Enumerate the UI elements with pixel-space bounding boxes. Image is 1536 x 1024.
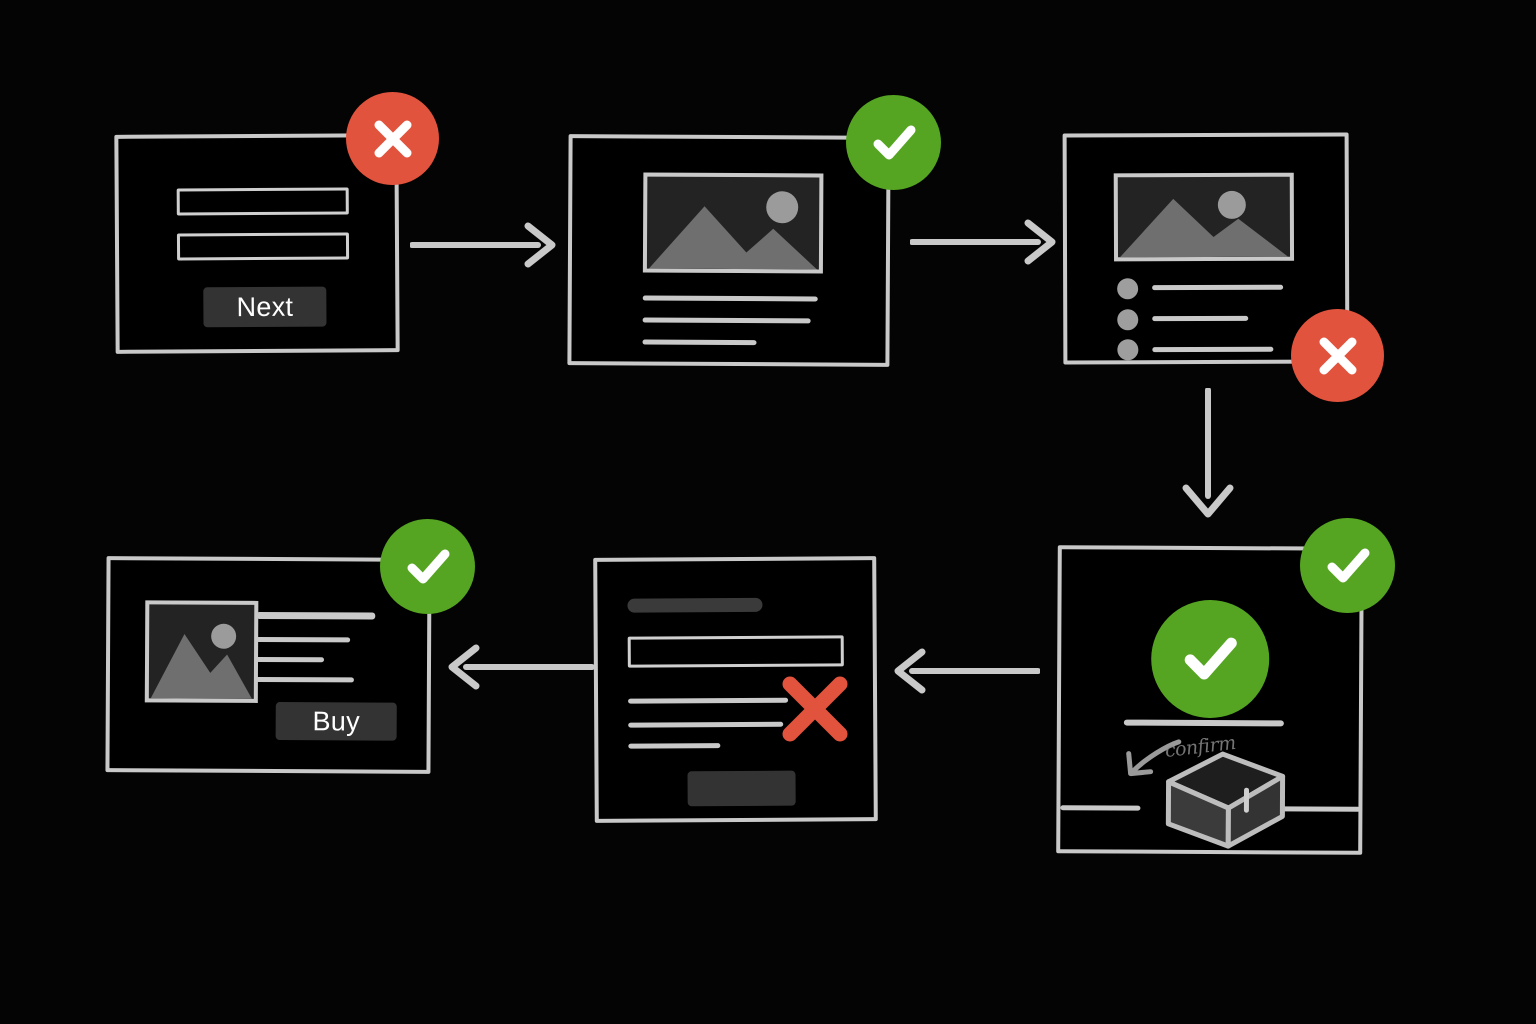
check-circle-icon — [873, 125, 915, 159]
list-bullet-3 — [1117, 339, 1139, 361]
list-bullet-1 — [1117, 278, 1139, 300]
image-mountain-shape — [1119, 198, 1289, 258]
next-button[interactable]: Next — [203, 286, 327, 328]
arrow-step2-to-step3 — [909, 219, 1060, 265]
status-badge-pass-step2 — [846, 95, 941, 190]
text-line-3 — [642, 339, 757, 346]
image-placeholder-icon — [144, 600, 259, 703]
text-line-2 — [628, 721, 784, 728]
image-mountain-shape — [648, 206, 817, 270]
image-mountain-shape — [150, 634, 252, 699]
text-line-3 — [628, 743, 721, 749]
check-circle-icon — [407, 549, 449, 583]
form-header-bar — [627, 597, 763, 613]
list-bullet-2 — [1117, 309, 1139, 331]
status-badge-fail-step3 — [1291, 309, 1384, 402]
x-circle-icon — [374, 120, 411, 157]
status-badge-pass-step6 — [380, 519, 475, 614]
list-text-line-1 — [1152, 284, 1284, 291]
input-field-1[interactable] — [627, 635, 844, 668]
text-line-4 — [255, 676, 354, 683]
confirmation-base-line-right — [1280, 806, 1361, 812]
confirmation-base-line-left — [1060, 805, 1141, 811]
buy-button[interactable]: Buy — [275, 702, 397, 741]
x-mark-icon — [782, 676, 848, 742]
submit-button[interactable] — [687, 770, 796, 807]
input-field-1[interactable] — [176, 187, 349, 216]
image-placeholder-icon — [642, 172, 824, 274]
text-line-2 — [642, 317, 811, 324]
inner-status-badge-pass-step4 — [1150, 599, 1270, 719]
screen-card-order-confirmation[interactable]: confirm — [1056, 545, 1364, 855]
status-badge-fail-step5 — [776, 670, 854, 748]
arrow-step4-to-step5 — [890, 648, 1041, 694]
screen-card-product-detail[interactable]: Buy — [105, 556, 432, 774]
check-circle-icon — [1184, 637, 1237, 680]
check-circle-icon — [1327, 548, 1369, 582]
screen-card-media-article[interactable] — [567, 134, 891, 367]
arrow-step3-to-step4 — [1166, 387, 1250, 520]
list-text-line-3 — [1152, 346, 1274, 353]
image-placeholder-icon — [1113, 172, 1295, 262]
text-line-1 — [642, 295, 818, 302]
arrow-step1-to-step2 — [409, 222, 560, 268]
text-line-1 — [256, 611, 376, 620]
status-badge-fail-step1 — [346, 92, 439, 185]
text-line-2 — [256, 636, 351, 643]
curved-arrow-icon — [1123, 736, 1185, 784]
arrow-step5-to-step6 — [444, 644, 595, 690]
confirmation-divider-line — [1123, 719, 1284, 727]
text-line-3 — [256, 656, 325, 663]
x-circle-icon — [1319, 337, 1356, 374]
list-text-line-2 — [1152, 315, 1249, 322]
next-button-label: Next — [236, 291, 294, 322]
status-badge-pass-step4 — [1300, 518, 1395, 613]
buy-button-label: Buy — [312, 705, 361, 736]
package-box-icon — [1160, 746, 1291, 852]
text-line-1 — [628, 697, 789, 704]
input-field-2[interactable] — [176, 232, 350, 261]
screen-card-image-list[interactable] — [1062, 132, 1350, 365]
